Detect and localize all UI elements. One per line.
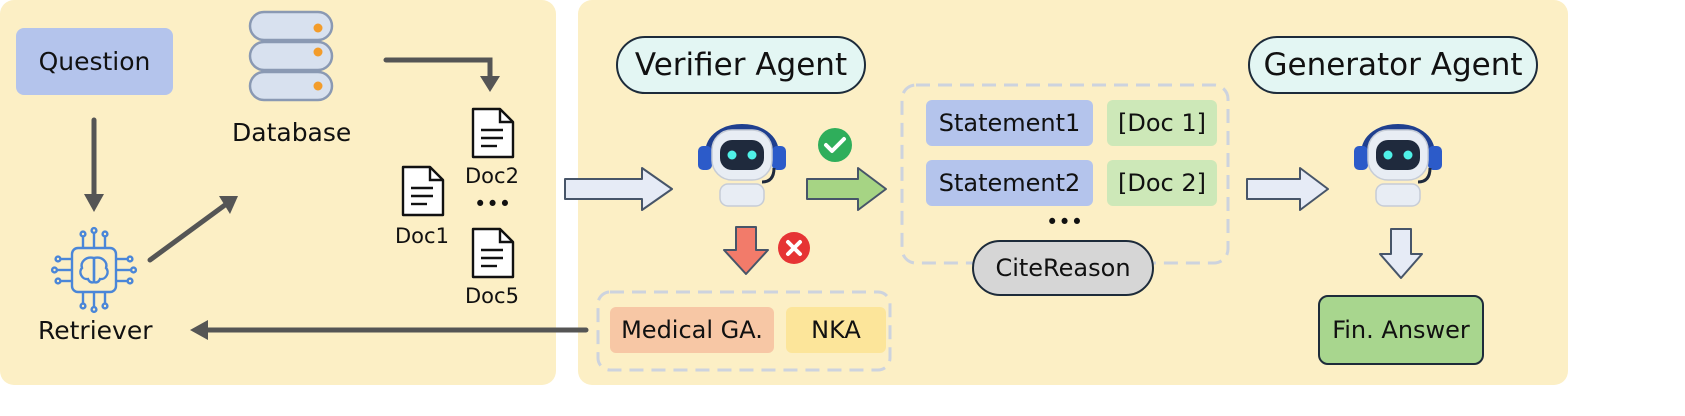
arrow-to-generator xyxy=(1246,167,1329,211)
cite-reason-pill: CiteReason xyxy=(972,240,1154,296)
arrow-to-verifier xyxy=(564,167,673,211)
cross-icon xyxy=(778,232,810,264)
generator-agent-pill: Generator Agent xyxy=(1248,36,1538,94)
medical-ga-box: Medical GA. xyxy=(610,307,774,353)
green-arrow xyxy=(806,167,887,211)
down-arrow-to-answer xyxy=(1379,228,1423,279)
question-box: Question xyxy=(16,28,173,95)
brain-chip-icon xyxy=(50,226,138,314)
robot-headset-icon-verifier xyxy=(698,124,786,207)
citation-1-box: [Doc 1] xyxy=(1107,100,1217,146)
left-arrows xyxy=(84,57,589,340)
document-icon-doc1 xyxy=(401,165,445,217)
rejection-frame xyxy=(596,290,892,372)
robot-headset-icon-generator xyxy=(1354,124,1442,207)
document-icon-doc2 xyxy=(471,107,515,159)
retriever-label: Retriever xyxy=(38,316,153,345)
final-answer-box: Fin. Answer xyxy=(1318,295,1484,365)
statement-2-box: Statement2 xyxy=(926,160,1093,206)
doc5-label: Doc5 xyxy=(465,284,519,308)
database-label: Database xyxy=(232,118,352,147)
red-down-arrow xyxy=(723,226,769,275)
nka-box: NKA xyxy=(786,307,886,353)
document-icon-doc5 xyxy=(471,227,515,279)
statement-ellipsis: ••• xyxy=(1046,210,1084,234)
check-icon xyxy=(818,128,852,162)
doc-ellipsis: ••• xyxy=(474,192,512,216)
doc1-label: Doc1 xyxy=(395,224,449,248)
database-icon xyxy=(248,10,334,102)
verifier-agent-pill: Verifier Agent xyxy=(616,36,866,94)
statement-1-box: Statement1 xyxy=(926,100,1093,146)
citation-2-box: [Doc 2] xyxy=(1107,160,1217,206)
doc2-label: Doc2 xyxy=(465,164,519,188)
